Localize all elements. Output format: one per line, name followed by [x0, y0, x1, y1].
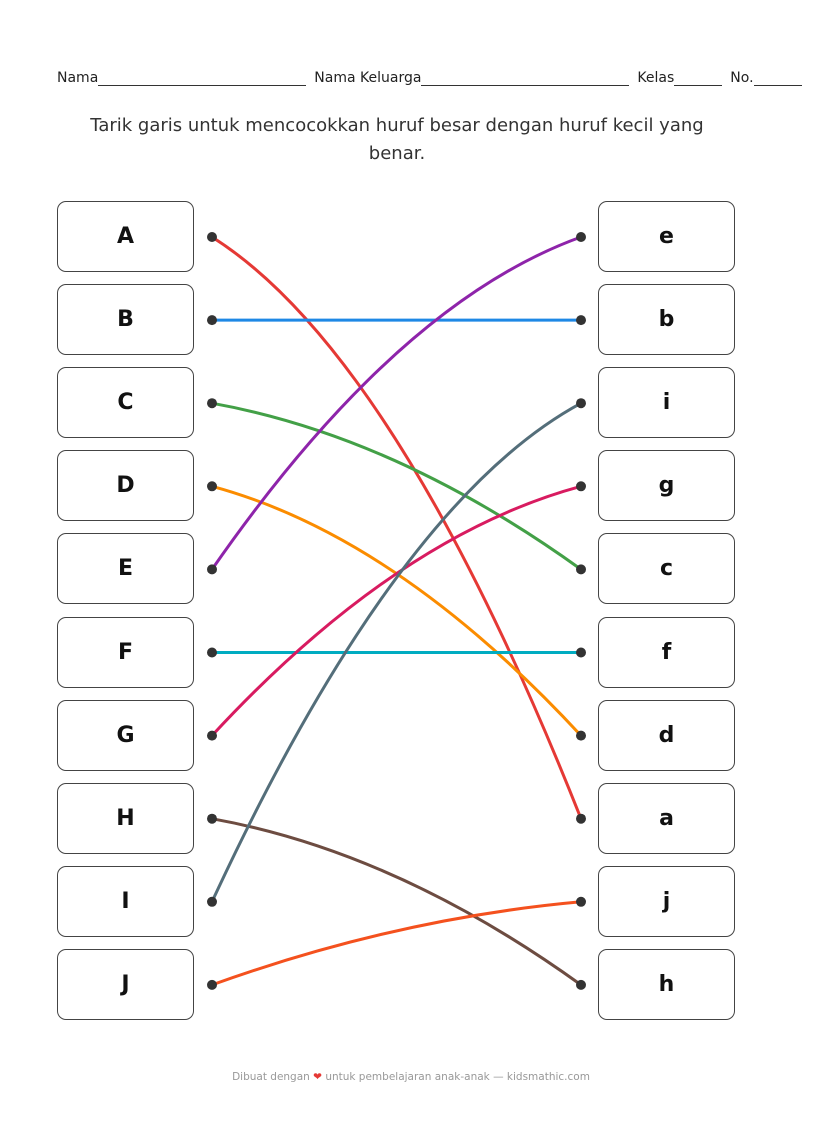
- lowercase-box[interactable]: e: [598, 201, 735, 272]
- uppercase-box[interactable]: H: [57, 782, 194, 854]
- right-dot[interactable]: [576, 481, 586, 492]
- class-field[interactable]: [674, 71, 723, 86]
- right-dot[interactable]: [576, 730, 586, 741]
- uppercase-box[interactable]: G: [57, 699, 194, 771]
- right-dot[interactable]: [576, 813, 586, 824]
- class-label: Kelas: [637, 70, 675, 86]
- lowercase-box[interactable]: j: [598, 865, 735, 937]
- right-dot[interactable]: [576, 979, 586, 990]
- uppercase-box[interactable]: J: [57, 948, 194, 1020]
- lowercase-box[interactable]: a: [598, 782, 735, 854]
- lowercase-box[interactable]: f: [598, 616, 735, 688]
- lowercase-box[interactable]: g: [598, 450, 735, 522]
- family-name-field[interactable]: [421, 71, 630, 86]
- lowercase-box[interactable]: b: [598, 284, 735, 356]
- student-info-header: Nama Nama Keluarga Kelas No.: [57, 70, 812, 86]
- uppercase-box[interactable]: E: [57, 533, 194, 605]
- uppercase-box[interactable]: A: [57, 201, 194, 272]
- family-name-label: Nama Keluarga: [314, 70, 422, 86]
- instruction: Tarik garis untuk mencocokkan huruf besa…: [90, 115, 704, 164]
- footer-credit: untuk pembelajaran anak-anak — kidsmathi…: [325, 1071, 590, 1083]
- right-dot[interactable]: [576, 896, 586, 907]
- match-line: [211, 401, 582, 571]
- uppercase-box[interactable]: F: [57, 616, 194, 688]
- match-line: [211, 900, 582, 987]
- lowercase-box[interactable]: i: [598, 367, 735, 439]
- left-dot[interactable]: [207, 896, 217, 907]
- lowercase-box[interactable]: c: [598, 533, 735, 605]
- uppercase-box[interactable]: I: [57, 865, 194, 937]
- match-line: [211, 817, 582, 987]
- right-dot[interactable]: [576, 398, 586, 409]
- match-line: [211, 484, 583, 737]
- number-label: No.: [730, 70, 754, 86]
- match-line: [210, 235, 582, 571]
- left-dot[interactable]: [207, 647, 217, 658]
- number-field[interactable]: [753, 71, 802, 86]
- footer-text: Dibuat dengan: [232, 1071, 310, 1083]
- left-dot[interactable]: [207, 730, 217, 741]
- footer: Dibuat dengan ❤ untuk pembelajaran anak-…: [0, 1071, 822, 1083]
- left-dot[interactable]: [207, 398, 217, 409]
- right-dot[interactable]: [576, 647, 586, 658]
- right-dot[interactable]: [576, 564, 586, 575]
- lowercase-box[interactable]: h: [598, 948, 735, 1020]
- left-dot[interactable]: [207, 564, 217, 575]
- left-dot[interactable]: [207, 232, 217, 242]
- heart-icon: ❤: [313, 1071, 322, 1083]
- match-line: [210, 484, 582, 737]
- left-dot[interactable]: [207, 315, 217, 326]
- left-dot[interactable]: [207, 813, 217, 824]
- name-label: Nama: [57, 70, 99, 86]
- left-dot[interactable]: [207, 481, 217, 492]
- uppercase-box[interactable]: B: [57, 284, 194, 356]
- uppercase-box[interactable]: D: [57, 450, 194, 522]
- left-dot[interactable]: [207, 979, 217, 990]
- right-dot[interactable]: [576, 232, 586, 242]
- uppercase-box[interactable]: C: [57, 367, 194, 439]
- match-line: [211, 235, 583, 820]
- match-line: [210, 401, 582, 903]
- name-field[interactable]: [98, 71, 307, 86]
- lowercase-box[interactable]: d: [598, 699, 735, 771]
- right-dot[interactable]: [576, 315, 586, 326]
